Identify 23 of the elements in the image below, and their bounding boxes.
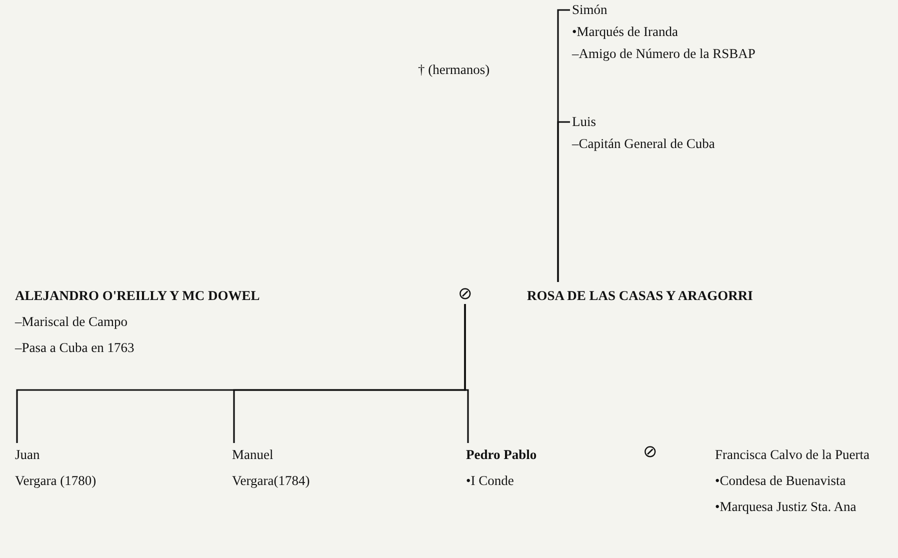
person-detail: –Capitán General de Cuba — [572, 136, 715, 152]
marriage-symbol: ⊘ — [643, 444, 657, 460]
person-detail: •Marqués de Iranda — [572, 24, 679, 40]
person-detail: •Condesa de Buenavista — [715, 473, 847, 489]
person-name: Manuel — [232, 447, 274, 463]
person-detail: Vergara (1780) — [15, 473, 96, 489]
person-detail: –Amigo de Número de la RSBAP — [572, 46, 756, 62]
connector-line — [557, 121, 570, 282]
person-detail: •I Conde — [466, 473, 515, 489]
person-detail: –Mariscal de Campo — [15, 314, 128, 330]
note-text: † (hermanos) — [418, 62, 490, 78]
person-detail: Vergara(1784) — [232, 473, 310, 489]
person-detail: –Pasa a Cuba en 1763 — [15, 340, 136, 356]
person-name: Juan — [15, 447, 41, 463]
person-name: Francisca Calvo de la Puerta — [715, 447, 870, 463]
person-detail: •Marquesa Justiz Sta. Ana — [715, 499, 858, 515]
person-name: Pedro Pablo — [466, 447, 537, 463]
person-name: Simón — [572, 2, 608, 18]
marriage-symbol: ⊘ — [458, 286, 472, 302]
connector-line — [464, 304, 469, 443]
person-name: Luis — [572, 114, 598, 130]
person-name: ALEJANDRO O'REILLY Y MC DOWEL — [15, 288, 260, 304]
person-name: ROSA DE LAS CASAS Y ARAGORRI — [527, 288, 753, 304]
